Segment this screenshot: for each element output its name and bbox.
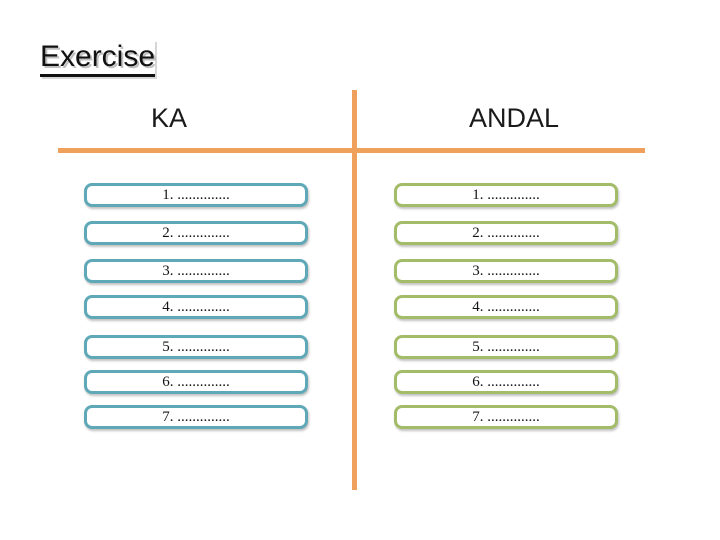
list-item-label: 7. ..............: [162, 409, 230, 425]
list-item-label: 1. ..............: [472, 187, 540, 203]
list-item-label: 5. ..............: [162, 339, 230, 355]
column-header-andal: ANDAL: [468, 103, 560, 133]
list-item-label: 3. ..............: [162, 263, 230, 279]
list-item: 4. ..............: [394, 295, 618, 319]
list-item: 3. ..............: [84, 259, 308, 283]
list-item: 6. ..............: [394, 370, 618, 394]
list-item: 7. ..............: [84, 405, 308, 429]
page-title: Exercise: [40, 40, 156, 77]
list-item-label: 4. ..............: [162, 299, 230, 315]
divider-horizontal: [58, 148, 645, 153]
list-item-label: 4. ..............: [472, 299, 540, 315]
list-item: 2. ..............: [394, 221, 618, 245]
list-item: 7. ..............: [394, 405, 618, 429]
list-item-label: 5. ..............: [472, 339, 540, 355]
list-item: 3. ..............: [394, 259, 618, 283]
list-item: 1. ..............: [84, 183, 308, 207]
column-header-ka: KA: [150, 103, 188, 133]
list-item: 1. ..............: [394, 183, 618, 207]
list-item-label: 7. ..............: [472, 409, 540, 425]
list-item-label: 6. ..............: [472, 374, 540, 390]
list-item: 2. ..............: [84, 221, 308, 245]
list-item-label: 6. ..............: [162, 374, 230, 390]
list-item: 4. ..............: [84, 295, 308, 319]
list-item-label: 3. ..............: [472, 263, 540, 279]
list-item-label: 2. ..............: [162, 225, 230, 241]
list-item-label: 1. ..............: [162, 187, 230, 203]
list-item: 6. ..............: [84, 370, 308, 394]
list-item: 5. ..............: [394, 335, 618, 359]
list-item: 5. ..............: [84, 335, 308, 359]
list-item-label: 2. ..............: [472, 225, 540, 241]
divider-vertical: [352, 90, 357, 490]
